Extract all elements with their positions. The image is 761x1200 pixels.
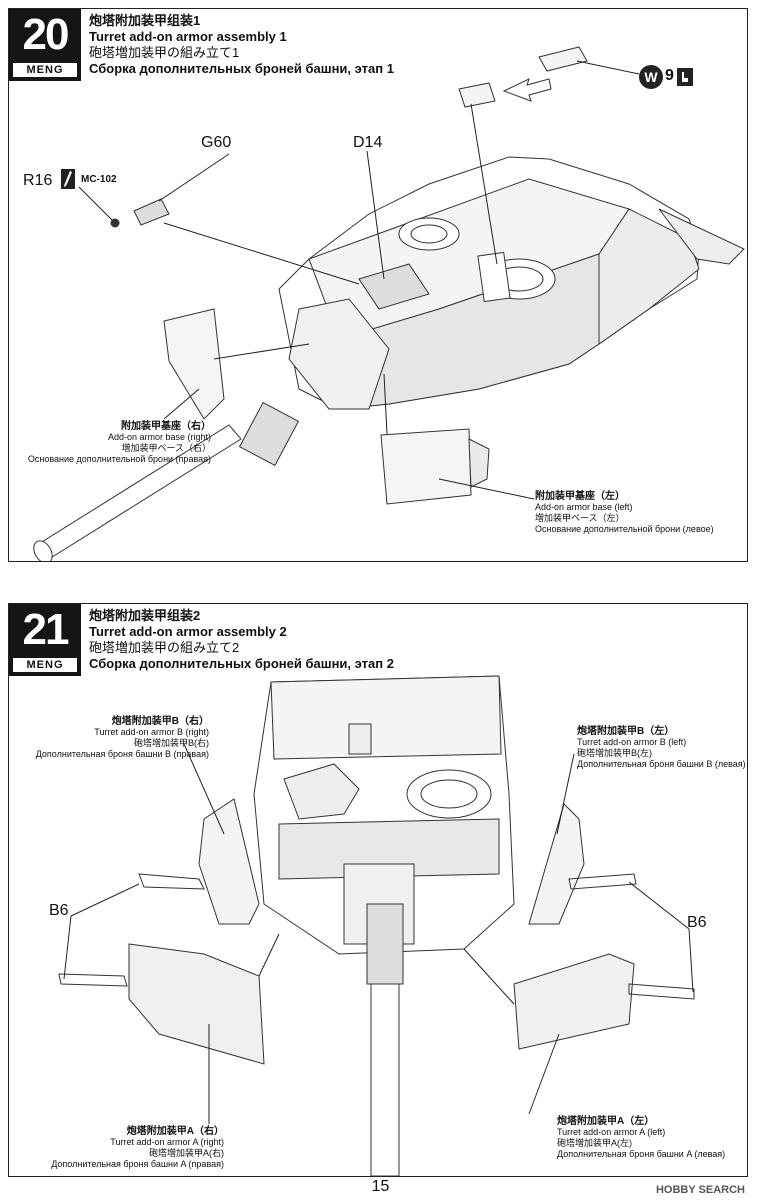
- part-label-b6-left: B6: [49, 902, 69, 919]
- brand-logo: MENG: [13, 658, 77, 672]
- main-gun-barrel: [370, 983, 400, 1176]
- part-label-g60: G60: [201, 134, 232, 151]
- title-ru: Сборка дополнительных броней башни, этап…: [89, 656, 394, 671]
- paint-code: MC-102: [81, 174, 117, 185]
- part-label-d14: D14: [353, 134, 383, 151]
- turret-roof: [270, 675, 502, 760]
- note-armor-base-left: 附加装甲基座（左） Add-on armor base (left) 増加装甲ベ…: [535, 491, 714, 534]
- step-number: 21: [22, 605, 70, 654]
- title-en: Turret add-on armor assembly 2: [89, 624, 287, 639]
- title-ru: Сборка дополнительных броней башни, этап…: [89, 61, 394, 76]
- step-title-block: 炮塔附加装甲组装1 Turret add-on armor assembly 1…: [89, 13, 394, 77]
- d14-plate: [358, 263, 430, 310]
- note-armor-a-right: 炮塔附加装甲A（右） Turret add-on armor A (right)…: [51, 1126, 224, 1169]
- g60-part: [133, 198, 170, 226]
- part-label-r16: R16: [23, 172, 53, 189]
- step-20-panel: 20 MENG 炮塔附加装甲组装1 Turret add-on armor as…: [8, 8, 748, 562]
- b6-handle-upper-left: [138, 873, 205, 890]
- step-title-block: 炮塔附加装甲组装2 Turret add-on armor assembly 2…: [89, 608, 394, 672]
- w9-number: 9: [665, 67, 674, 84]
- note-armor-b-right: 炮塔附加装甲B（右） Turret add-on armor B (right)…: [35, 716, 209, 759]
- assembly-arrow: [502, 78, 552, 102]
- watermark: HOBBY SEARCH: [656, 1184, 745, 1196]
- part-label-b6-right: B6: [687, 914, 707, 931]
- gun-mantlet-sleeve: [238, 401, 300, 467]
- title-zh: 炮塔附加装甲组装2: [89, 608, 201, 623]
- armor-b-right: [198, 798, 260, 925]
- title-jp: 砲塔増加装甲の組み立て2: [89, 640, 240, 655]
- note-armor-base-right: 附加装甲基座（右） Add-on armor base (right) 増加装甲…: [27, 421, 211, 464]
- turret-diagram-step20: [33, 46, 745, 561]
- step-number-badge: 21 MENG: [9, 604, 81, 676]
- step-21-panel: 21 MENG 炮塔附加装甲组装2 Turret add-on armor as…: [8, 603, 748, 1177]
- addon-armor-base-left: [380, 428, 472, 505]
- page-number: 15: [371, 1178, 390, 1195]
- note-armor-b-left: 炮塔附加装甲B（左） Turret add-on armor B (left) …: [577, 726, 746, 769]
- turret-diagram-step21: [58, 675, 695, 1176]
- w9-decal-badge: W 9: [639, 65, 693, 89]
- armor-a-left: [513, 953, 635, 1050]
- b6-handle-lower-right: [628, 983, 695, 1000]
- w9-letter: W: [639, 65, 663, 89]
- addon-armor-base-right: [163, 308, 225, 420]
- gun-mantlet: [366, 903, 404, 985]
- gunner-sight: [283, 763, 360, 820]
- step-number-badge: 20 MENG: [9, 9, 81, 81]
- watermark-text: HOBBY SEARCH: [655, 1184, 745, 1196]
- note-armor-a-left: 炮塔附加装甲A（左） Turret add-on armor A (left) …: [557, 1116, 726, 1159]
- armor-b-left: [528, 803, 585, 925]
- step-number: 20: [22, 10, 70, 59]
- b6-handle-lower-left: [58, 973, 128, 987]
- b6-handle-upper-right: [568, 873, 637, 890]
- brush-icon: [61, 169, 75, 189]
- title-jp: 砲塔増加装甲の組み立て1: [89, 45, 240, 60]
- title-en: Turret add-on armor assembly 1: [89, 29, 287, 44]
- title-zh: 炮塔附加装甲组装1: [89, 13, 201, 28]
- hand-icon: [677, 68, 693, 86]
- brand-logo: MENG: [13, 63, 77, 77]
- armor-a-right: [128, 943, 265, 1065]
